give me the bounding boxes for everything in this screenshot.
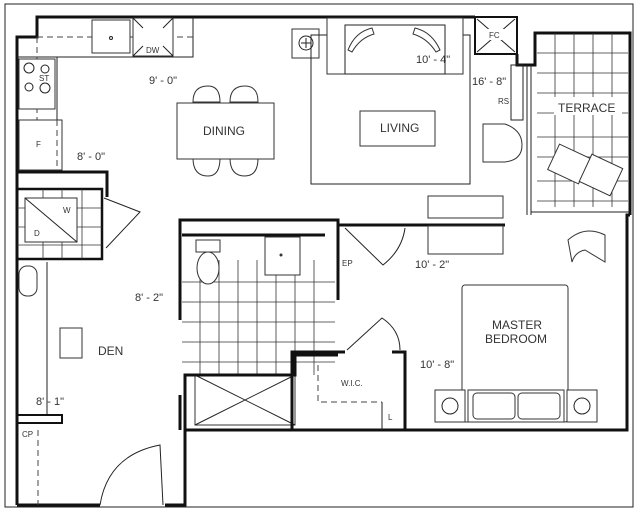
master-bedroom-label-line2: BEDROOM [485,332,547,346]
entry-door[interactable] [99,444,164,506]
bedroom-width-dimension: 10' - 2" [415,259,449,271]
dining-dimension: 9' - 0" [149,75,177,87]
bedroom-depth-dimension: 10' - 8" [420,359,454,371]
kitchen-dimension: 8' - 0" [77,151,105,163]
fridge: F [18,119,63,171]
master-bedroom-label-line1: MASTER [492,318,542,332]
toilet-icon [196,251,220,285]
vanity-sink [264,236,301,276]
electrical-panel-label: EP [342,259,353,268]
dishwasher-label: DW [146,46,160,55]
dishwasher: DW [132,17,174,57]
terrace-dimension: 16' - 8" [472,76,506,88]
bathroom: 8' - 2" EP [135,218,353,430]
exterior-walls [15,15,632,507]
plan-border [4,3,634,508]
laundry: W D [15,187,141,261]
dining-table [176,102,275,160]
dining-label: DINING [203,124,245,138]
den-dimension: 8' - 1" [36,396,64,408]
terrace: TERRACE 16' - 8" RS [472,33,630,215]
bath-dimension: 8' - 2" [135,292,163,304]
terrace-label: TERRACE [558,101,615,115]
living-label: LIVING [380,121,419,135]
washer-label: W [63,206,71,215]
wic-label: W.I.C. [341,379,363,388]
fan-coil-label: FC [489,31,500,40]
linen-label: L [388,413,393,422]
dining-area: DINING 9' - 0" [149,75,275,177]
den: DEN 8' - 1" CP [15,262,164,506]
walk-in-closet: W.I.C. L [290,317,407,430]
living-dimension: 10' - 4" [416,54,450,66]
living-area: LIVING 10' - 4" [291,17,524,219]
stove: ST [18,58,56,110]
fan-coil: FC [476,18,516,53]
railing-label: RS [498,97,509,106]
den-label: DEN [98,344,123,358]
fridge-label: F [36,140,41,149]
stove-label: ST [39,74,49,83]
kitchen: DW ST F 8' - 0" [17,17,194,197]
dryer-label: D [34,229,40,238]
master-bedroom: MASTER BEDROOM 10' - 2" 10' - 8" [338,223,606,423]
coat-closet-label: CP [22,430,33,439]
tv-console [427,195,504,219]
